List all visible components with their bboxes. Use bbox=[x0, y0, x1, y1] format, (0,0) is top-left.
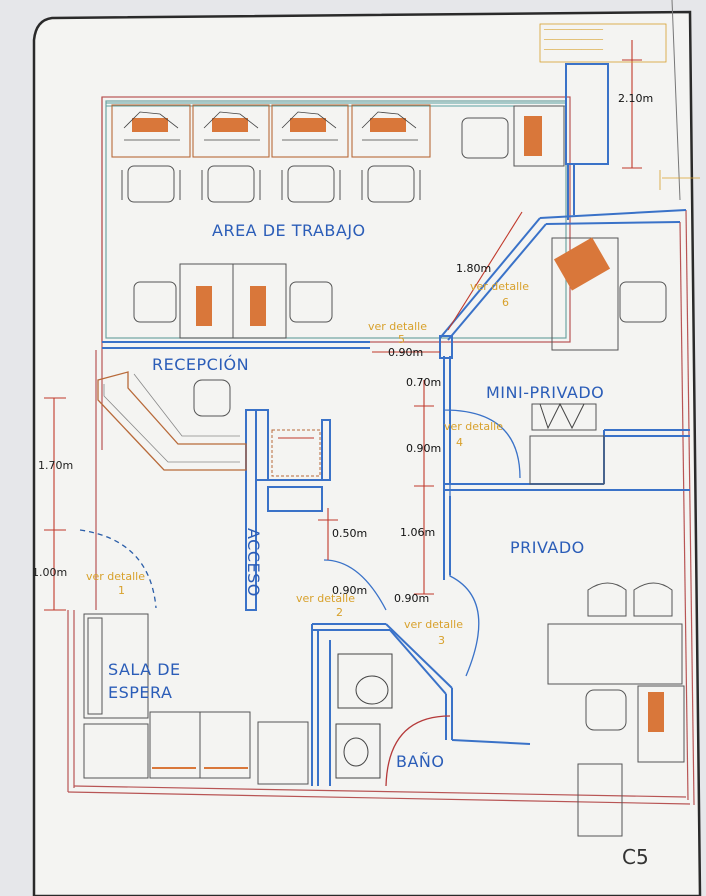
room-label-acceso: ACCESO bbox=[244, 528, 263, 597]
room-label-sala-de-espera-2: ESPERA bbox=[108, 683, 172, 702]
mini-privado-desk bbox=[529, 237, 619, 485]
detail-note: 2 bbox=[336, 606, 343, 619]
dimension-label: 1.70m bbox=[38, 459, 73, 472]
acceso-cabinet bbox=[271, 429, 321, 477]
room-label-privado: PRIVADO bbox=[510, 538, 585, 557]
sheet-frame bbox=[32, 10, 702, 896]
detail-note: 5 bbox=[398, 333, 405, 346]
chairs bbox=[121, 117, 673, 731]
dimension-label: 0.70m bbox=[406, 376, 441, 389]
bathroom-fixtures bbox=[335, 653, 393, 779]
sheet-label: C5 bbox=[622, 845, 649, 869]
svg-text:──────────────: ────────────── bbox=[543, 26, 604, 34]
room-label-bano: BAÑO bbox=[396, 752, 444, 771]
detail-note: ver detalle bbox=[470, 280, 529, 293]
svg-text:──────────────: ────────────── bbox=[543, 36, 604, 44]
room-label-mini-privado: MINI-PRIVADO bbox=[486, 383, 604, 402]
detail-note: 4 bbox=[456, 436, 463, 449]
detail-note: 3 bbox=[438, 634, 445, 647]
dimension-label: 1.00m bbox=[32, 566, 67, 579]
waiting-sofas bbox=[83, 613, 309, 785]
dimension-lines bbox=[44, 40, 642, 611]
detail-note: ver detalle bbox=[86, 570, 145, 583]
room-label-area-trabajo: AREA DE TRABAJO bbox=[212, 221, 366, 240]
detail-note: ver detalle bbox=[296, 592, 355, 605]
svg-text:──────────────: ────────────── bbox=[543, 46, 604, 54]
reception-counter bbox=[97, 371, 247, 471]
corner-annotation: ────────────── ────────────── ──────────… bbox=[539, 23, 700, 190]
interior-walls bbox=[102, 63, 690, 786]
detail-note: 6 bbox=[502, 296, 509, 309]
detail-note: ver detalle bbox=[444, 420, 503, 433]
dimension-label: 1.80m bbox=[456, 262, 491, 275]
doors bbox=[79, 356, 521, 787]
dimension-label: 0.90m bbox=[388, 346, 423, 359]
detail-note: 1 bbox=[118, 584, 125, 597]
room-label-sala-de-espera-1: SALA DE bbox=[108, 660, 181, 679]
detail-note: ver detalle bbox=[368, 320, 427, 333]
dimension-label: 2.10m bbox=[618, 92, 653, 105]
dimension-label: 0.90m bbox=[394, 592, 429, 605]
dimension-label: 1.06m bbox=[400, 526, 435, 539]
privado-desk bbox=[547, 623, 685, 837]
detail-note: ver detalle bbox=[404, 618, 463, 631]
dimension-label: 0.90m bbox=[406, 442, 441, 455]
work-desks-middle bbox=[179, 105, 565, 339]
dimension-label: 0.90m bbox=[332, 584, 367, 597]
dimension-label: 0.50m bbox=[332, 527, 367, 540]
room-label-recepcion: RECEPCIÓN bbox=[152, 355, 249, 374]
top-window bbox=[106, 102, 566, 107]
work-desks-top bbox=[111, 104, 431, 158]
sheet-edge-line bbox=[671, 0, 681, 201]
